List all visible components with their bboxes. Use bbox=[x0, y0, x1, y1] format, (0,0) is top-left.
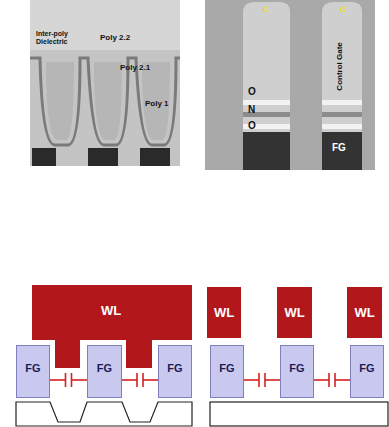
capacitor-connector bbox=[50, 373, 87, 387]
contact-label: C bbox=[340, 6, 346, 15]
word-line-label: WL bbox=[354, 305, 374, 320]
floating-gate-box: FG bbox=[280, 345, 314, 398]
poly-label: Poly 2.1 bbox=[120, 64, 150, 73]
floating-gate-box: FG bbox=[210, 345, 244, 398]
word-line-label: WL bbox=[214, 305, 234, 320]
gate-label: FG bbox=[167, 362, 182, 374]
gate-label: FG bbox=[25, 362, 40, 374]
gate-label: FG bbox=[332, 142, 346, 153]
capacitor-connector bbox=[244, 373, 280, 387]
gate-label: FG bbox=[97, 362, 112, 374]
word-line-box: WL bbox=[347, 287, 382, 338]
gate-label: Control Gate bbox=[336, 42, 345, 90]
layer-letter: O bbox=[248, 120, 256, 131]
layer-letter: N bbox=[248, 104, 255, 115]
gate-label: FG bbox=[289, 362, 304, 374]
floating-gate-box: FG bbox=[350, 345, 384, 398]
poly-label: Poly 1 bbox=[145, 100, 169, 109]
gate-label: FG bbox=[359, 362, 374, 374]
gate-label: FG bbox=[219, 362, 234, 374]
floating-gate-box: FG bbox=[158, 345, 192, 398]
contact-label: C bbox=[263, 6, 269, 15]
floating-gate-box: FG bbox=[87, 345, 122, 398]
capacitor-connector bbox=[314, 373, 350, 387]
floating-gate-box: FG bbox=[16, 345, 50, 398]
word-line-label: WL bbox=[284, 305, 304, 320]
word-line-box: WL bbox=[277, 287, 312, 338]
word-line-box: WL bbox=[207, 287, 241, 338]
poly-label: Poly 2.2 bbox=[100, 34, 130, 43]
word-line-label: WL bbox=[101, 303, 121, 318]
dielectric-label: Inter-poly Dielectric bbox=[36, 30, 80, 45]
capacitor-connector bbox=[122, 373, 158, 387]
layer-letter: O bbox=[248, 86, 256, 97]
